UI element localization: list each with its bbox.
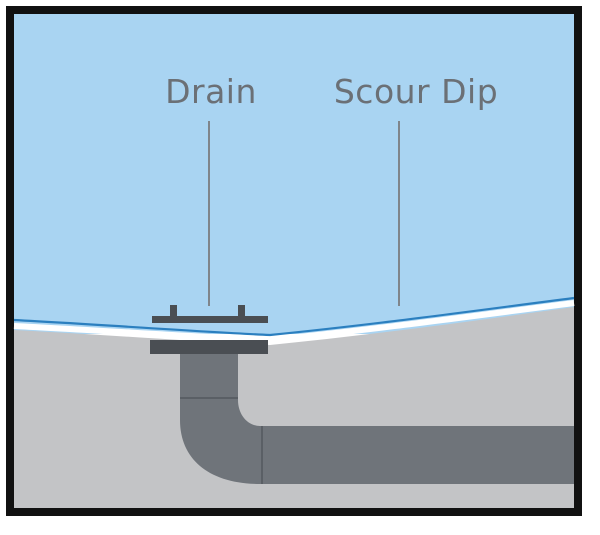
water-area (14, 14, 574, 334)
floor-edge-highlight (13, 300, 575, 344)
scour-dip-curve (13, 296, 575, 337)
drain-flange (150, 340, 268, 354)
scour-dip-label: Scour Dip (334, 72, 498, 111)
drain-label: Drain (165, 72, 257, 111)
drain-grate-icon (152, 305, 268, 323)
elbow-pipe-icon (180, 354, 574, 484)
